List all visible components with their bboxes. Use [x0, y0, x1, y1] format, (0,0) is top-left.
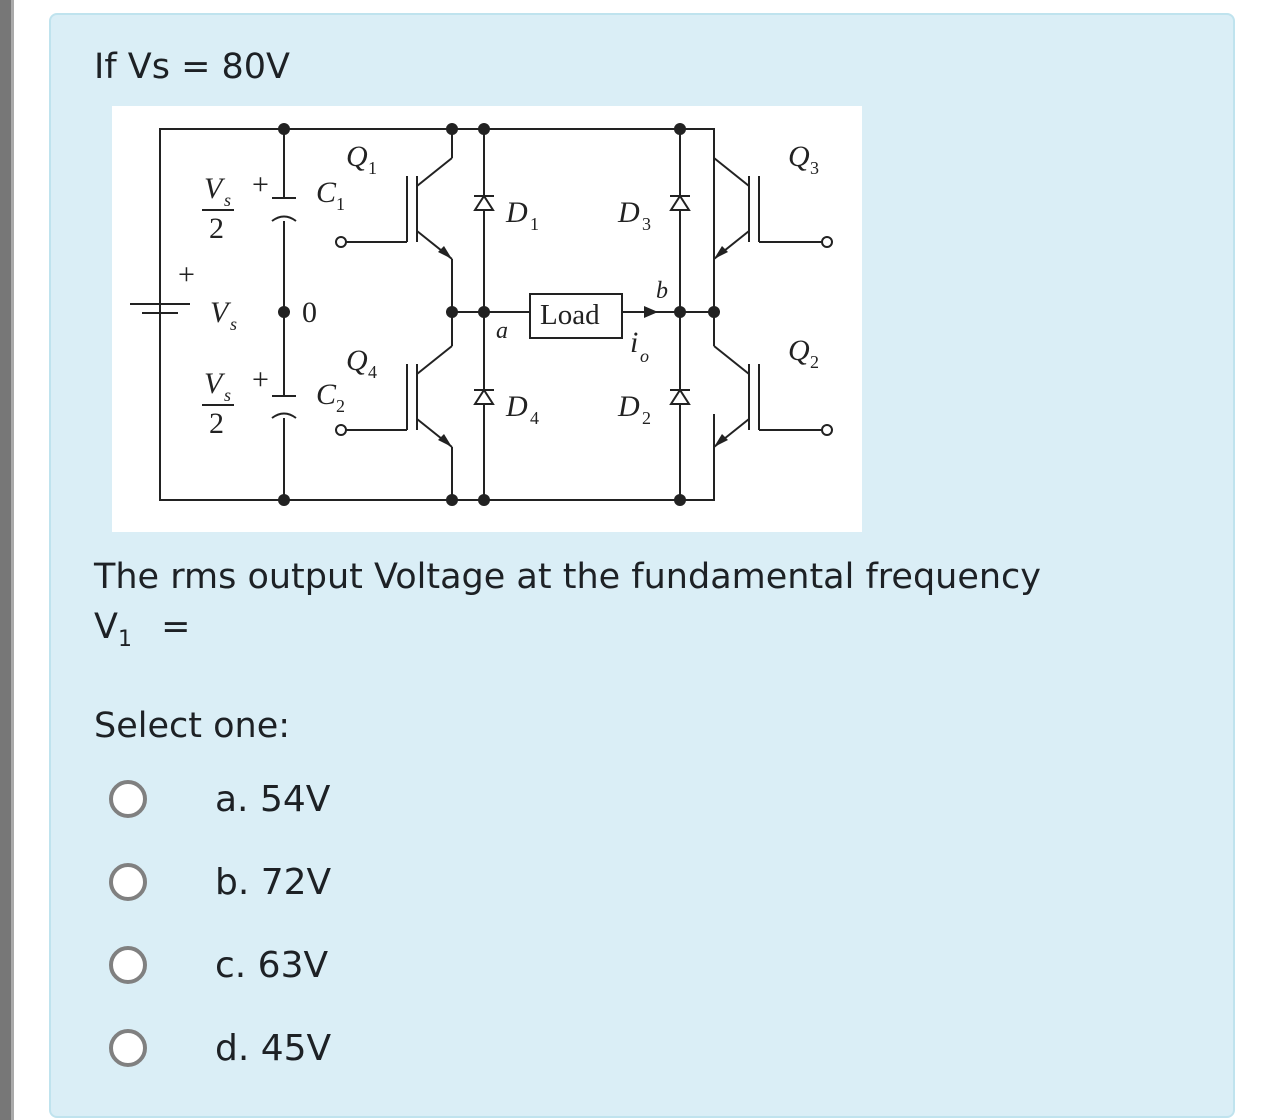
option-a-label[interactable]: a. 54V	[215, 778, 331, 820]
label-q3: Q	[788, 140, 810, 173]
label-a: a	[496, 318, 508, 344]
svg-text:4: 4	[368, 362, 377, 382]
label-b: b	[656, 278, 668, 304]
label-c2: C	[316, 378, 337, 411]
label-vs-top: V	[204, 172, 226, 205]
option-a[interactable]: a. 54V	[109, 769, 529, 829]
option-c[interactable]: c. 63V	[109, 935, 529, 995]
svg-text:o: o	[640, 346, 649, 366]
question-card: If Vs = 80V	[49, 13, 1235, 1118]
svg-text:2: 2	[810, 352, 819, 372]
svg-text:2: 2	[642, 408, 651, 428]
svg-text:2: 2	[209, 407, 224, 440]
label-vs-bottom: V	[204, 367, 226, 400]
label-q1: Q	[346, 140, 368, 173]
svg-text:1: 1	[368, 158, 377, 178]
left-rail	[0, 0, 14, 1120]
svg-text:+: +	[178, 258, 195, 291]
radio-option-d[interactable]	[109, 1029, 147, 1067]
option-d[interactable]: d. 45V	[109, 1018, 529, 1078]
label-load: Load	[540, 299, 600, 331]
formula-v1: V1 =	[94, 607, 190, 660]
svg-text:3: 3	[642, 214, 651, 234]
label-q4: Q	[346, 344, 368, 377]
radio-option-c[interactable]	[109, 946, 147, 984]
label-io: i	[630, 326, 638, 359]
svg-text:1: 1	[530, 214, 539, 234]
question-intro: If Vs = 80V	[94, 47, 291, 87]
label-vs-mid: V	[210, 296, 232, 329]
label-c1: C	[316, 176, 337, 209]
option-d-label[interactable]: d. 45V	[215, 1027, 332, 1069]
svg-text:1: 1	[336, 194, 345, 214]
svg-text:s: s	[230, 314, 237, 334]
option-b[interactable]: b. 72V	[109, 852, 529, 912]
label-d4: D	[505, 390, 528, 423]
option-b-label[interactable]: b. 72V	[215, 861, 332, 903]
formula-equals: =	[161, 607, 191, 647]
svg-text:s: s	[224, 385, 231, 405]
svg-text:4: 4	[530, 408, 539, 428]
svg-text:+: +	[252, 168, 269, 201]
svg-text:s: s	[224, 190, 231, 210]
label-zero: 0	[302, 296, 317, 329]
svg-text:2: 2	[209, 212, 224, 245]
label-d1: D	[505, 196, 528, 229]
formula-variable: V	[94, 607, 118, 647]
svg-text:3: 3	[810, 158, 819, 178]
formula-subscript: 1	[117, 627, 132, 652]
question-prompt: The rms output Voltage at the fundamenta…	[94, 557, 1042, 597]
svg-text:+: +	[252, 363, 269, 396]
option-c-label[interactable]: c. 63V	[215, 944, 329, 986]
svg-text:2: 2	[336, 396, 345, 416]
radio-option-b[interactable]	[109, 863, 147, 901]
select-label: Select one:	[94, 706, 291, 746]
radio-option-a[interactable]	[109, 780, 147, 818]
label-d2: D	[617, 390, 640, 423]
label-q2: Q	[788, 334, 810, 367]
label-d3: D	[617, 196, 640, 229]
circuit-diagram: V s + 2 + V s 0 V s + 2 Q 1 C 1 Q 4	[112, 106, 862, 532]
